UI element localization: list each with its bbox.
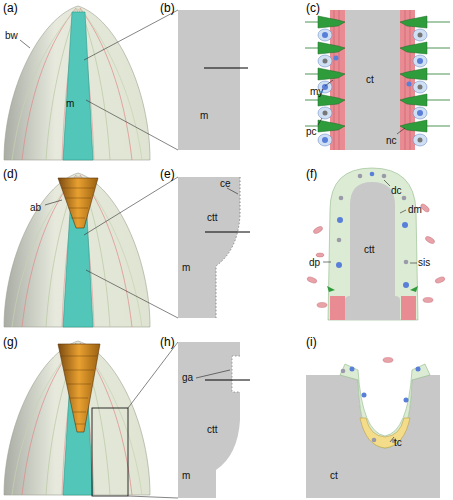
part-label: ct <box>330 470 338 481</box>
part-label: ab <box>30 202 41 213</box>
part-label: nc <box>386 135 397 146</box>
panel-letter: (f) <box>306 168 317 181</box>
part-label: ctt <box>364 244 375 255</box>
part-label: dp <box>309 257 320 268</box>
part-label: m <box>200 110 208 121</box>
panel-letter: (a) <box>3 2 18 15</box>
panel-letter: (e) <box>160 168 175 181</box>
part-label: dc <box>391 185 402 196</box>
panel-letter: (g) <box>3 336 18 349</box>
part-label: ct <box>366 74 374 85</box>
panel-letter: (h) <box>160 336 175 349</box>
part-label: ce <box>220 178 231 189</box>
part-label: sis <box>418 257 430 268</box>
part-label: ctt <box>207 424 218 435</box>
part-label: m <box>182 262 190 273</box>
panel-letter: (c) <box>306 2 320 15</box>
part-label: ga <box>182 372 193 383</box>
part-label: dm <box>408 204 422 215</box>
panel-letter: (d) <box>3 168 18 181</box>
part-label: tc <box>394 437 402 448</box>
part-label: ctt <box>207 212 218 223</box>
panel-letter: (i) <box>306 336 317 349</box>
part-label: m <box>182 470 190 481</box>
part-label: pc <box>306 126 317 137</box>
part-label: bw <box>5 30 18 41</box>
part-label: my <box>310 86 323 97</box>
part-label: m <box>66 98 74 109</box>
panel-letter: (b) <box>160 2 175 15</box>
